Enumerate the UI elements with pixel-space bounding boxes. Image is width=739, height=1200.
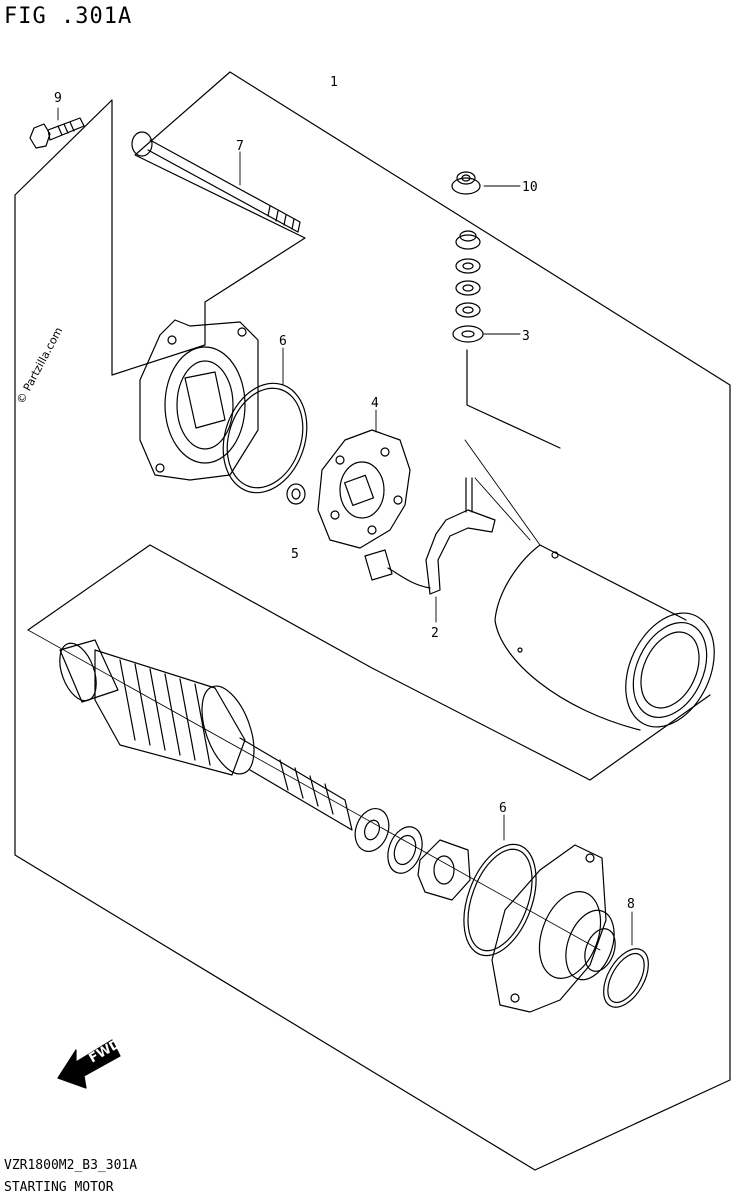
o-ring-6-top: [222, 382, 308, 494]
brush-plate-4: [317, 429, 411, 549]
callout-4: 4: [371, 396, 379, 411]
callout-3: 3: [522, 329, 530, 344]
figure-title: FIG .301A: [4, 4, 133, 29]
yoke-housing: [494, 544, 715, 731]
shaft-washers: [354, 808, 471, 901]
bolt-9: [29, 117, 85, 149]
fwd-arrow: FWD: [57, 1036, 124, 1089]
diagram-code: VZR1800M2_B3_301A: [4, 1158, 138, 1173]
callout-7: 7: [236, 139, 244, 154]
callout-10: 10: [522, 180, 538, 195]
callout-5: 5: [291, 547, 299, 562]
callout-1: 1: [330, 75, 338, 90]
callout-6-top: 6: [279, 334, 287, 349]
callout-2: 2: [431, 626, 439, 641]
o-ring-8: [603, 948, 649, 1008]
diagram-caption: STARTING MOTOR: [4, 1180, 114, 1195]
assembly-outline: [14, 71, 731, 1171]
armature-group-frame: [27, 544, 711, 781]
armature: [59, 639, 353, 831]
callout-6-bottom: 6: [499, 801, 507, 816]
bearing-5: [286, 483, 306, 505]
end-cover: [139, 319, 259, 481]
terminal-bracket-2: [425, 477, 496, 595]
front-cover: [491, 844, 616, 1013]
callout-9: 9: [54, 91, 62, 106]
o-ring-6-bottom: [463, 843, 537, 957]
nut-stack-leader: [466, 349, 561, 449]
through-bolt-7: [131, 131, 301, 233]
washer-stack-3: [452, 230, 484, 343]
flange-nut-10: [451, 171, 481, 195]
callout-8: 8: [627, 897, 635, 912]
brush: [364, 549, 431, 589]
